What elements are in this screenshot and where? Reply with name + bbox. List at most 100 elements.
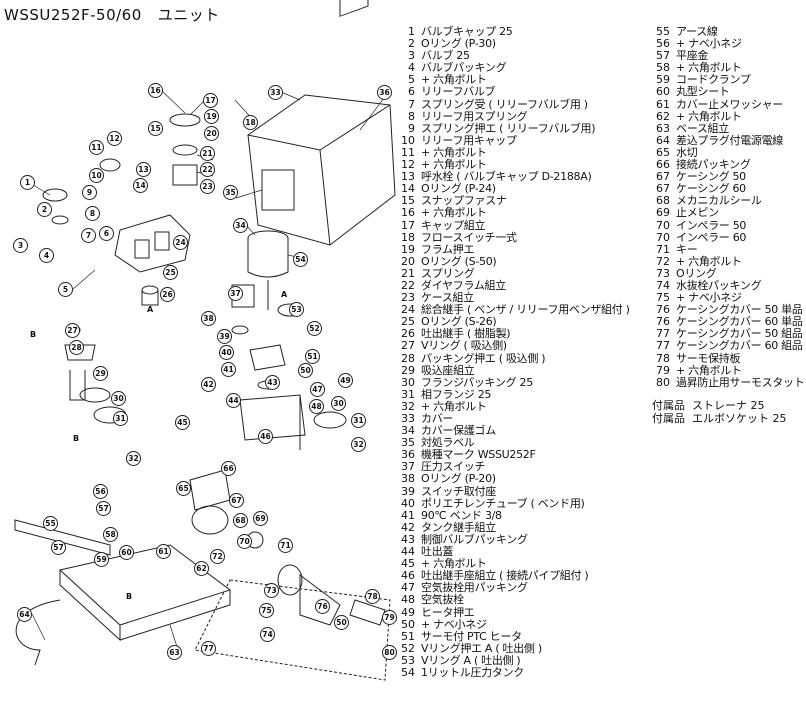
- part-name: タンク継手組立: [421, 520, 496, 534]
- part-number: 40: [401, 496, 415, 510]
- part-callout: 6: [99, 226, 114, 241]
- part-name: 機種マーク WSSU252F: [421, 448, 536, 462]
- part-name: Vリング A ( 吐出側 ): [421, 653, 521, 667]
- part-name: + 六角ボルト: [421, 399, 487, 413]
- part-name: フロースイッチ一式: [421, 230, 517, 244]
- part-number: 19: [401, 242, 415, 256]
- part-name: + 六角ボルト: [676, 61, 742, 75]
- part-number: 8: [408, 109, 415, 123]
- part-number: 49: [401, 605, 415, 619]
- part-callout: 79: [382, 610, 397, 625]
- part-name: + ナベ小ネジ: [676, 37, 742, 51]
- part-name: リリーフ用キャップ: [421, 133, 517, 147]
- part-name: バルブ 25: [421, 49, 470, 63]
- part-name: ケーシングカバー 50 組品: [676, 327, 803, 341]
- part-callout: 42: [201, 377, 216, 392]
- accessory-label: 付属品: [652, 411, 685, 425]
- part-number: 58: [656, 61, 670, 75]
- part-callout: 49: [338, 373, 353, 388]
- part-name: 相フランジ 25: [421, 387, 492, 401]
- part-name: + 六角ボルト: [421, 145, 487, 159]
- part-number: 17: [401, 218, 415, 232]
- part-number: 47: [401, 581, 415, 595]
- part-callout: 74: [260, 627, 275, 642]
- part-name: ダイヤフラム組立: [421, 278, 506, 292]
- part-number: 64: [656, 133, 670, 147]
- part-number: 23: [401, 291, 415, 305]
- part-row: 75+ ナベ小ネジ: [654, 291, 804, 304]
- part-name: Oリング (P-24): [421, 182, 496, 196]
- part-number: 18: [401, 230, 415, 244]
- part-name: + 六角ボルト: [421, 158, 487, 172]
- part-number: 6: [408, 85, 415, 99]
- part-number: 25: [401, 315, 415, 329]
- part-name: 接続パッキング: [676, 158, 751, 172]
- part-row: 62+ 六角ボルト: [654, 110, 804, 123]
- part-callout: 33: [268, 85, 283, 100]
- part-number: 2: [408, 37, 415, 51]
- part-number: 1: [408, 25, 415, 38]
- part-name: 呼水栓 ( バルブキャップ D-2188A): [421, 170, 592, 184]
- part-name: 吐出継手座組立 ( 接続パイプ組付 ): [421, 569, 589, 583]
- part-name: + 六角ボルト: [421, 206, 487, 220]
- part-row: 32+ 六角ボルト: [399, 399, 630, 413]
- part-row: 42 タンク継手組立: [399, 520, 630, 534]
- part-number: 42: [401, 520, 415, 534]
- discharge-assembly-drawing: [231, 284, 347, 450]
- part-callout: 11: [89, 140, 104, 155]
- accessory-name: ストレーナ 25: [692, 399, 765, 412]
- part-name: バルブパッキング: [421, 61, 507, 75]
- part-name: + 六角ボルト: [676, 254, 742, 268]
- part-callout: 72: [210, 549, 225, 564]
- part-name: Vリング押エ A ( 吐出側 ): [421, 641, 542, 655]
- part-number: 63: [656, 121, 670, 135]
- part-callout: 70: [237, 534, 252, 549]
- part-name: ケーシングカバー 50 単品: [676, 303, 803, 317]
- part-number: 43: [401, 532, 415, 546]
- part-name: スナップファスナ: [421, 194, 507, 208]
- part-callout: 57: [51, 540, 66, 555]
- part-callout: 75: [259, 603, 274, 618]
- part-row: 56+ ナベ小ネジ: [654, 37, 804, 51]
- part-name: 圧力スイッチ: [421, 460, 486, 474]
- part-name: 総合継手 ( ベンザ / リリーフ用ベンザ組付 ): [421, 303, 630, 317]
- part-callout: 50: [334, 615, 349, 630]
- part-number: 54: [401, 665, 415, 679]
- part-number: 50: [401, 617, 415, 631]
- part-number: 28: [401, 351, 415, 365]
- part-name: コードクランプ: [676, 73, 751, 87]
- base-drawing: [14, 519, 232, 666]
- part-callout: 71: [278, 538, 293, 553]
- part-callout: 45: [175, 415, 190, 430]
- part-number: 11: [401, 145, 415, 159]
- connection-letter: A: [147, 305, 154, 314]
- connection-letter: A: [281, 290, 288, 299]
- part-number: 74: [656, 278, 670, 292]
- part-number: 30: [401, 375, 415, 389]
- part-name: Oリング (S-26): [421, 315, 497, 329]
- part-name: 対処ラベル: [421, 436, 475, 450]
- part-number: 78: [656, 351, 670, 365]
- part-name: 過昇防止用サーモスタット: [676, 375, 805, 389]
- part-row: 50+ ナベ小ネジ: [399, 617, 630, 631]
- part-name: 1リットル圧力タンク: [421, 665, 524, 679]
- part-name: スプリング受 ( リリーフバルブ用 ): [421, 97, 588, 111]
- part-callout: 5: [58, 282, 73, 297]
